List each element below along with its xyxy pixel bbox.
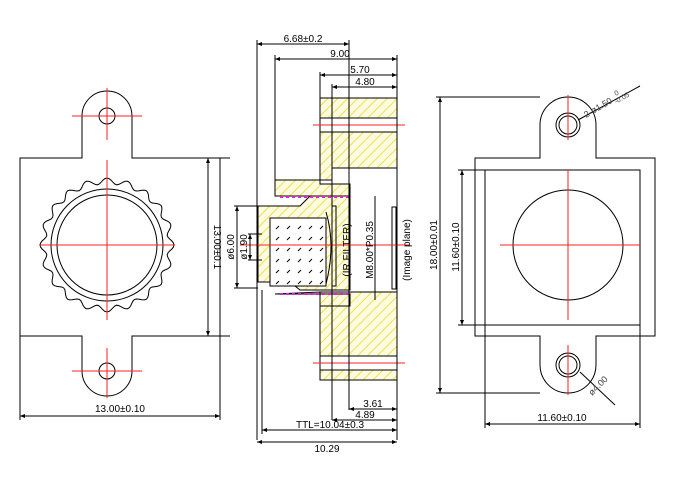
dim-4-89: 4.89: [355, 410, 375, 421]
glass-hatch: [275, 236, 280, 241]
glass-hatch: [319, 247, 324, 252]
glass-hatch: [275, 247, 280, 252]
glass-hatch: [286, 258, 291, 263]
front-view: 13.00±0.10 13.00±0.1: [19, 88, 230, 420]
image-plane: [391, 206, 397, 290]
glass-hatch: [308, 269, 313, 274]
hole-dimension: 2-ø1.50: [582, 96, 614, 120]
dim-5-70: 5.70: [350, 65, 370, 76]
image-plane-label: (Image plane): [402, 219, 413, 281]
glass-hatch: [297, 280, 302, 285]
glass-hatch: [286, 225, 291, 230]
glass-hatch: [286, 269, 291, 274]
glass-hatch: [319, 258, 324, 263]
glass-hatch: [308, 236, 313, 241]
inner-width-dimension: 11.60±0.10: [537, 413, 587, 424]
glass-hatch: [297, 225, 302, 230]
dim-4-80: 4.80: [355, 77, 375, 88]
glass-hatch: [275, 225, 280, 230]
glass-hatch: [275, 269, 280, 274]
dim-10-29: 10.29: [314, 444, 339, 455]
dim-ttl: TTL=10.04±0.3: [296, 420, 364, 431]
glass-hatch: [297, 269, 302, 274]
dim-6-68: 6.68±0.2: [284, 34, 323, 45]
height-dimension: 18.00±0.01: [429, 220, 440, 270]
glass-hatch: [297, 247, 302, 252]
glass-hatch: [319, 280, 324, 285]
dim-9-00: 9.00: [330, 49, 350, 60]
ir-filter-label: (IR FILTER): [342, 223, 353, 276]
width-dimension: 13.00±0.10: [95, 404, 145, 415]
lens-elements: [269, 217, 327, 287]
hole-tol-upper: 0: [614, 90, 621, 98]
glass-hatch: [286, 236, 291, 241]
thread-label: M8.00*P0.35: [365, 221, 376, 279]
glass-hatch: [286, 280, 291, 285]
dim-dia-1-9: ø1.90: [239, 234, 250, 260]
boss-dimension: ø4.00: [586, 374, 609, 397]
glass-hatch: [275, 258, 280, 263]
inner-height-dimension: 11.60±0.10: [451, 222, 462, 272]
dim-dia-6: ø6.00: [226, 234, 237, 260]
glass-hatch: [275, 280, 280, 285]
section-view: 6.68±0.2 9.00 5.70 4.80 3.61 4.89 TTL=10…: [226, 34, 413, 455]
glass-hatch: [286, 247, 291, 252]
glass-hatch: [308, 258, 313, 263]
glass-hatch: [319, 225, 324, 230]
glass-hatch: [308, 225, 313, 230]
height-dimension: 13.00±0.1: [211, 225, 222, 270]
glass-hatch: [319, 236, 324, 241]
glass-hatch: [297, 236, 302, 241]
dim-3-61: 3.61: [363, 399, 383, 410]
glass-hatch: [319, 269, 324, 274]
rear-view: 2-ø1.50 0 -0.05 ø4.00 18.00±0.01 11.60±0…: [429, 85, 656, 428]
glass-hatch: [297, 258, 302, 263]
glass-hatch: [308, 280, 313, 285]
glass-hatch: [308, 247, 313, 252]
